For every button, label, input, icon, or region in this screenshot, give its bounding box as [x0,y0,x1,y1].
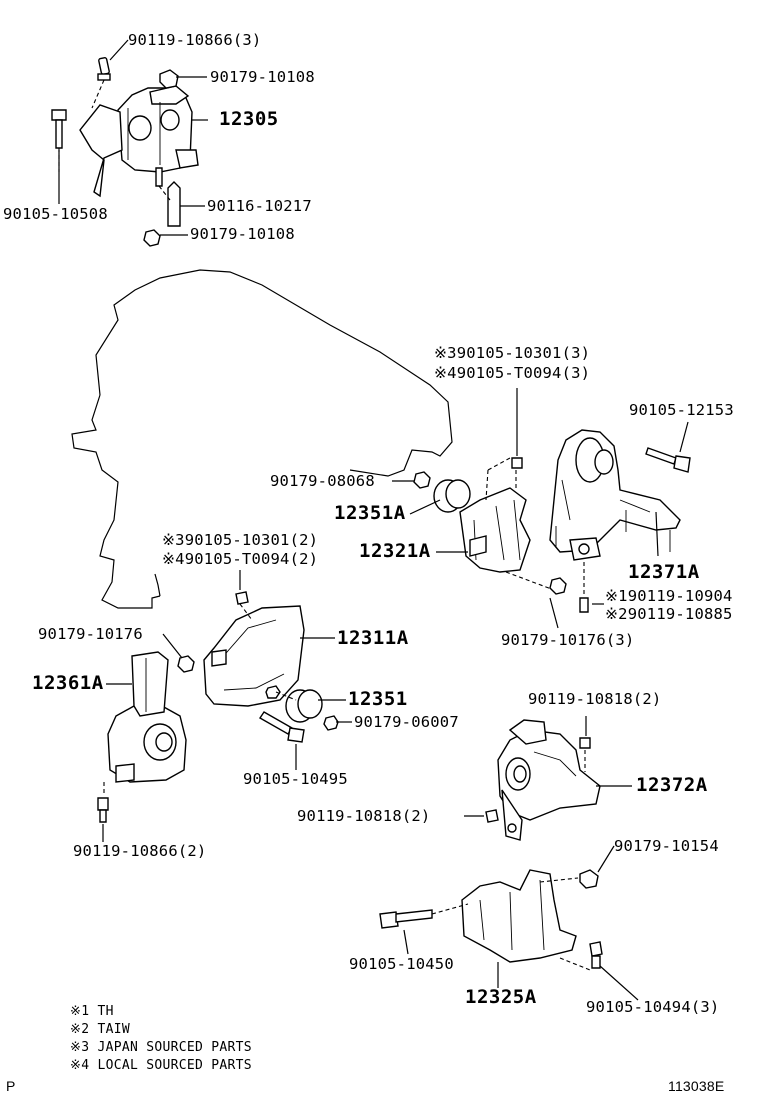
bracket-12321A [413,457,567,595]
label-12351A: 12351A [334,502,406,524]
label-n3-90105-10301-3: ※390105-10301(3) [434,344,591,362]
label-12321A: 12321A [359,540,431,562]
label-90179-10154: 90179-10154 [614,837,719,855]
label-90119-10866-2: 90119-10866(2) [73,842,207,860]
label-90179-08068: 90179-08068 [270,472,375,490]
note-1: ※1 TH [70,1004,114,1019]
label-12371A: 12371A [628,561,700,583]
label-12325A: 12325A [465,986,537,1008]
label-12311A: 12311A [337,627,409,649]
label-90116-10217: 90116-10217 [207,197,312,215]
engine-mount-12371A [549,429,691,613]
label-90179-10108-bot: 90179-10108 [190,225,295,243]
footer-left: P [6,1078,16,1094]
label-12361A: 12361A [32,672,104,694]
label-90179-06007: 90179-06007 [354,713,459,731]
label-90105-12153: 90105-12153 [629,401,734,419]
label-90105-10494-3: 90105-10494(3) [586,998,720,1016]
label-n1-90119-10904: ※190119-10904 [605,587,733,605]
note-4: ※4 LOCAL SOURCED PARTS [70,1058,252,1073]
engine-outline [95,269,453,477]
label-n2-90119-10885: ※290119-10885 [605,605,733,623]
label-n4-90105-T0094-3: ※490105-T0094(3) [434,364,591,382]
label-90119-10818-top: 90119-10818(2) [528,690,662,708]
footer-code: 113038E [668,1078,725,1094]
engine-mount-12361A [97,651,195,823]
label-90179-10176-3: 90179-10176(3) [501,631,635,649]
label-n4-90105-T0094-2: ※490105-T0094(2) [162,550,319,568]
label-90179-10176: 90179-10176 [38,625,143,643]
label-12305: 12305 [219,108,279,130]
label-90119-10866-3: 90119-10866(3) [128,31,262,49]
label-90179-10108-top: 90179-10108 [210,68,315,86]
label-12372A: 12372A [636,774,708,796]
label-90119-10818-left: 90119-10818(2) [297,807,431,825]
label-90105-10450: 90105-10450 [349,955,454,973]
engine-mount-12305 [51,57,199,247]
label-n3-90105-10301-2: ※390105-10301(2) [162,531,319,549]
note-2: ※2 TAIW [70,1022,130,1037]
note-3: ※3 JAPAN SOURCED PARTS [70,1040,252,1055]
bracket-12325A [379,869,603,971]
bracket-12311A [203,591,339,743]
label-12351: 12351 [348,688,408,710]
engine-mount-12372A [485,719,601,841]
label-90105-10508: 90105-10508 [3,205,108,223]
label-90105-10495: 90105-10495 [243,770,348,788]
